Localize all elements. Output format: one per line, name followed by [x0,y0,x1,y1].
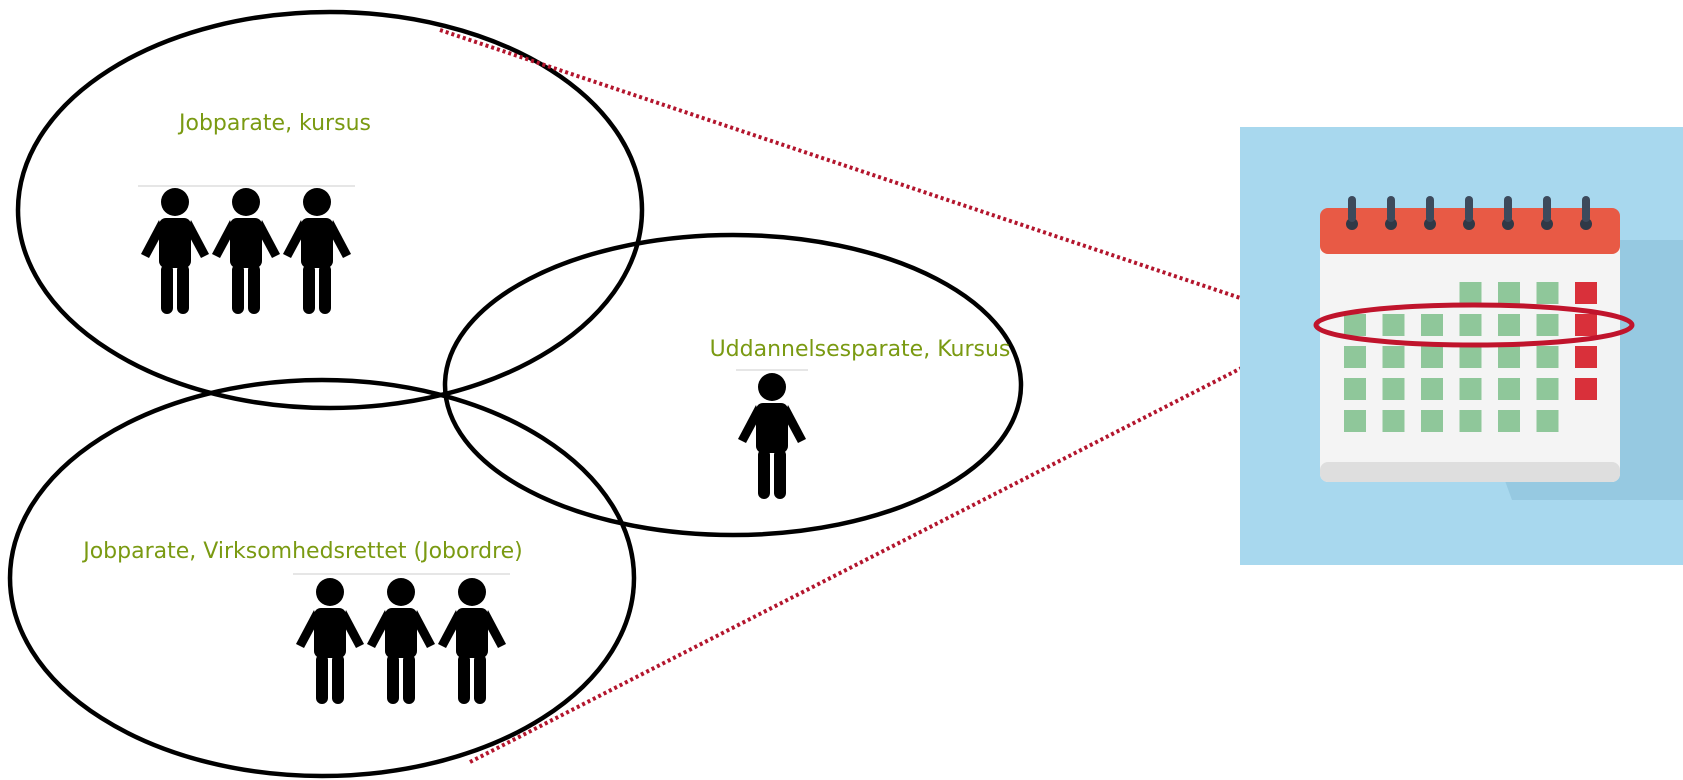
calendar-day-grid [1344,282,1597,432]
calendar-day-available [1498,410,1520,432]
calendar-day-available [1382,378,1405,400]
calendar-day-available [1459,378,1482,400]
group-label-job-course: Jobparate, kursus [177,111,371,136]
calendar-day-available [1459,314,1482,336]
calendar-day-available [1421,410,1443,432]
calendar-day-available [1536,410,1559,432]
person-icon [738,373,806,499]
calendar-day-available [1344,346,1366,368]
person-group-education-course [736,369,808,499]
calendar-day-blocked [1575,282,1597,304]
calendar-day-available [1536,314,1559,336]
calendar-ring-icon [1385,196,1397,230]
person-group-job-company [293,573,510,704]
calendar-day-available [1382,410,1405,432]
calendar-day-available [1459,410,1482,432]
calendar-day-available [1344,410,1366,432]
calendar-ring-icon [1346,196,1358,230]
person-icon [367,578,435,704]
calendar-day-available [1459,346,1482,368]
group-label-job-company: Jobparate, Virksomhedsrettet (Jobordre) [81,539,523,564]
calendar-ring-icon [1502,196,1514,230]
person-icon [212,188,280,314]
calendar-day-blocked [1575,346,1597,368]
calendar-day-available [1536,282,1559,304]
calendar-day-available [1421,346,1443,368]
calendar-rings [1346,196,1592,230]
person-icon [141,188,209,314]
calendar-ring-icon [1580,196,1592,230]
calendar-ring-icon [1424,196,1436,230]
connector-line-bottom [469,330,1313,764]
calendar-day-blocked [1575,378,1597,400]
calendar-day-available [1421,378,1443,400]
calendar-day-available [1421,314,1443,336]
calendar-ring-icon [1463,196,1475,230]
highlighted-week-ellipse [1313,302,1635,348]
calendar-body-shade [1320,462,1620,482]
calendar-day-available [1498,314,1520,336]
group-label-education-course: Uddannelsesparate, Kursus [710,337,1011,362]
calendar-day-blocked [1575,314,1597,336]
person-icon [438,578,506,704]
calendar-day-available [1344,378,1366,400]
calendar-day-available [1382,314,1405,336]
connector-line-top [439,28,1313,324]
calendar-day-available [1498,346,1520,368]
calendar-day-available [1382,346,1405,368]
calendar-icon [1240,127,1683,565]
person-group-job-course [138,185,355,314]
calendar-day-available [1498,282,1520,304]
group-ellipse-job-company [7,377,637,779]
calendar-ring-icon [1541,196,1553,230]
calendar-day-available [1498,378,1520,400]
group-ellipse-job-course [15,9,645,411]
calendar-day-available [1536,346,1559,368]
person-icon [296,578,364,704]
calendar-day-available [1344,314,1366,336]
calendar-day-available [1536,378,1559,400]
calendar-day-available [1459,282,1482,304]
person-icon [283,188,351,314]
group-ellipse-education-course [442,232,1024,538]
